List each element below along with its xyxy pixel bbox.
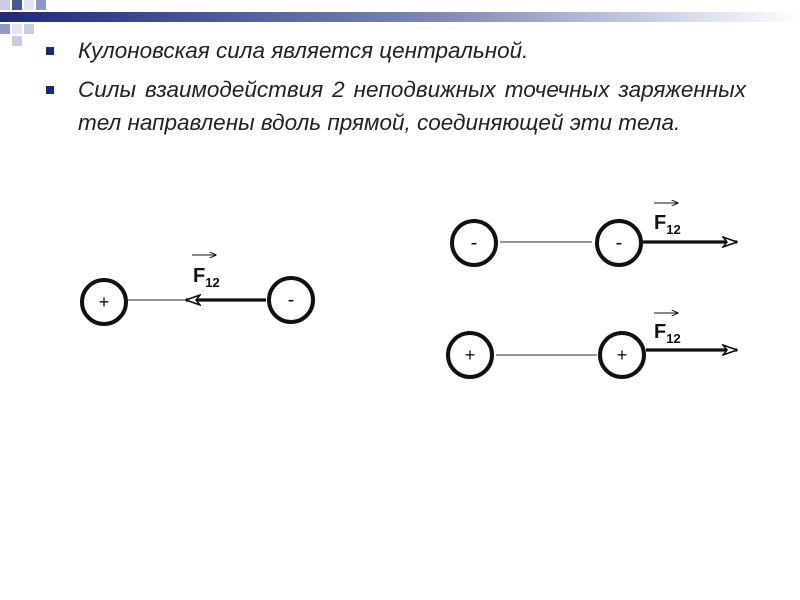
force-label: F12: [193, 265, 220, 290]
force-subscript: 12: [205, 275, 219, 290]
attraction-pair: + - F12: [80, 255, 315, 326]
force-symbol: F: [654, 212, 666, 234]
charge-sign: -: [471, 232, 478, 254]
bullet-text: Кулоновская сила является центральной.: [78, 38, 529, 63]
header-decoration-bar: [0, 0, 800, 46]
bullet-square-icon: [46, 86, 54, 94]
bullet-list: Кулоновская сила является центральной. С…: [46, 34, 746, 145]
force-subscript: 12: [666, 222, 680, 237]
repulsion-positive-pair: + + F12: [446, 313, 737, 379]
charge-circle: [80, 278, 128, 326]
bullet-square-icon: [46, 47, 54, 55]
force-symbol: F: [193, 265, 205, 287]
charge-circle: [450, 219, 498, 267]
force-label: F12: [654, 321, 681, 346]
bullet-item: Кулоновская сила является центральной.: [46, 34, 746, 67]
force-label: F12: [654, 212, 681, 237]
bullet-text: Силы взаимодействия 2 неподвижных точечн…: [78, 77, 746, 135]
charge-circle: [598, 331, 646, 379]
charge-circle: [267, 276, 315, 324]
charge-sign: -: [288, 289, 295, 311]
charge-sign: +: [465, 345, 476, 365]
charge-sign: -: [616, 232, 623, 254]
charge-circle: [446, 331, 494, 379]
force-subscript: 12: [666, 331, 680, 346]
force-symbol: F: [654, 321, 666, 343]
charge-circle: [595, 219, 643, 267]
charge-sign: +: [99, 292, 110, 312]
bullet-item: Силы взаимодействия 2 неподвижных точечн…: [46, 73, 746, 139]
repulsion-negative-pair: - - F12: [450, 203, 737, 267]
charge-sign: +: [617, 345, 628, 365]
